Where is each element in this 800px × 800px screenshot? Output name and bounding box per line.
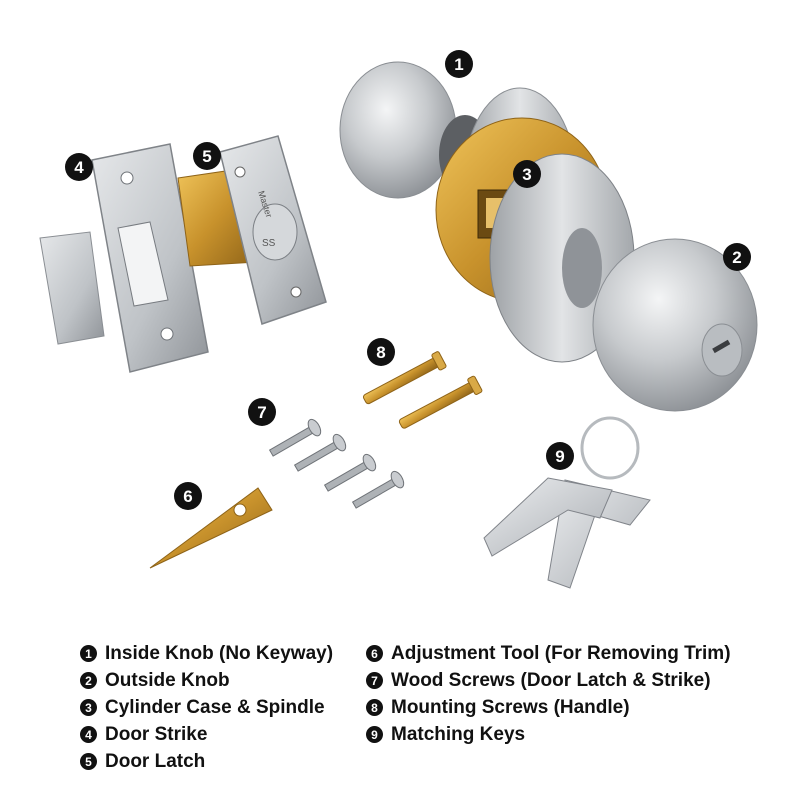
latch-mark-ss: SS: [262, 238, 276, 249]
legend-column-left: 1 Inside Knob (No Keyway) 2 Outside Knob 3…: [80, 640, 333, 775]
callouts: 1 2 3 4 5 6 7 8 9: [65, 50, 751, 510]
door-latch: Master SS: [177, 135, 327, 325]
legend-number: 5: [80, 753, 97, 770]
legend-number: 6: [366, 645, 383, 662]
svg-text:6: 6: [183, 487, 192, 506]
svg-text:9: 9: [555, 447, 564, 466]
svg-text:3: 3: [522, 165, 531, 184]
legend-label: Cylinder Case & Spindle: [105, 696, 325, 718]
svg-text:4: 4: [74, 158, 84, 177]
legend-item-7: 7 Wood Screws (Door Latch & Strike): [366, 667, 731, 694]
callout-6: 6: [174, 482, 202, 510]
svg-text:5: 5: [202, 147, 211, 166]
legend-number: 9: [366, 726, 383, 743]
mounting-screws: [363, 351, 483, 429]
legend-label: Outside Knob: [105, 669, 230, 691]
svg-text:1: 1: [454, 55, 463, 74]
matching-keys: [483, 416, 651, 589]
product-photo: Master SS: [39, 50, 758, 589]
legend-label: Inside Knob (No Keyway): [105, 642, 334, 664]
legend-number: 7: [366, 672, 383, 689]
door-strike: [39, 143, 209, 373]
legend-label: Door Strike: [105, 723, 208, 745]
callout-2: 2: [723, 243, 751, 271]
legend-item-8: 8 Mounting Screws (Handle): [366, 694, 731, 721]
svg-text:2: 2: [732, 248, 741, 267]
legend-number: 8: [366, 699, 383, 716]
legend-item-6: 6 Adjustment Tool (For Removing Trim): [366, 640, 731, 667]
svg-text:7: 7: [257, 403, 266, 422]
legend-number: 3: [80, 699, 97, 716]
legend-item-5: 5 Door Latch: [80, 748, 333, 775]
callout-7: 7: [248, 398, 276, 426]
legend-item-4: 4 Door Strike: [80, 721, 333, 748]
callout-9: 9: [546, 442, 574, 470]
adjustment-tool: [149, 487, 273, 569]
legend-label: Mounting Screws (Handle): [391, 696, 630, 718]
legend-item-1: 1 Inside Knob (No Keyway): [80, 640, 333, 667]
legend-label: Matching Keys: [391, 723, 526, 745]
callout-8: 8: [367, 338, 395, 366]
legend-label: Door Latch: [105, 750, 206, 772]
legend-column-right: 6 Adjustment Tool (For Removing Trim) 7 Wo…: [366, 640, 731, 748]
legend-item-2: 2 Outside Knob: [80, 667, 333, 694]
knob-assembly: [339, 61, 758, 412]
callout-1: 1: [445, 50, 473, 78]
callout-3: 3: [513, 160, 541, 188]
wood-screws: [268, 418, 405, 509]
callout-5: 5: [193, 142, 221, 170]
svg-text:8: 8: [376, 343, 385, 362]
legend-number: 4: [80, 726, 97, 743]
legend-label: Wood Screws (Door Latch & Strike): [391, 669, 711, 691]
legend-number: 2: [80, 672, 97, 689]
callout-4: 4: [65, 153, 93, 181]
legend-label: Adjustment Tool (For Removing Trim): [391, 642, 731, 664]
legend-number: 1: [80, 645, 97, 662]
legend-item-3: 3 Cylinder Case & Spindle: [80, 694, 333, 721]
legend-item-9: 9 Matching Keys: [366, 721, 731, 748]
